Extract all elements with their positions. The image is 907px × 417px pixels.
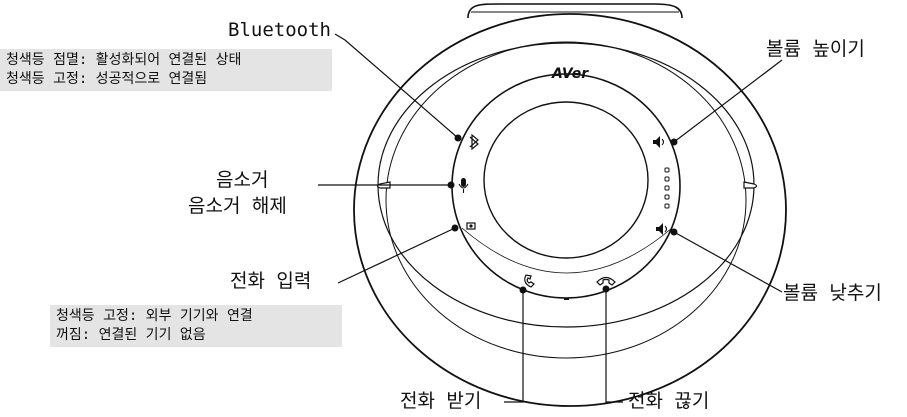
bluetooth-note-line: 청색등 점멸: 활성화되어 연결된 상태 xyxy=(6,52,242,68)
line-in-label: 전화 입력 xyxy=(230,270,312,292)
answer-call-icon xyxy=(524,274,535,288)
brand-logo: AVer xyxy=(551,66,589,82)
bluetooth-note: 청색등 점멸: 활성화되어 연결된 상태 청색등 고정: 성공적으로 연결됨 xyxy=(0,49,332,91)
front-lip xyxy=(385,41,747,359)
end-call-leader xyxy=(605,289,623,403)
volume-up-leader xyxy=(673,59,783,143)
answer-call-leader xyxy=(504,290,524,403)
center-dome xyxy=(483,101,649,259)
volume-down-icon xyxy=(656,223,668,235)
mute-mic-icon xyxy=(458,178,469,193)
answer-call-label: 전화 받기 xyxy=(400,390,482,412)
line-in-icon xyxy=(466,222,476,230)
bluetooth-label: Bluetooth xyxy=(228,19,331,41)
mute-label: 음소거 xyxy=(216,169,269,191)
line-in-note-line: 꺼짐: 연결된 기기 없음 xyxy=(56,327,206,343)
volume-down-label: 볼륨 낮추기 xyxy=(783,282,882,304)
right-rail xyxy=(743,181,758,189)
top-handle xyxy=(467,3,683,19)
line-in-leader xyxy=(337,227,456,284)
unmute-label: 음소거 해제 xyxy=(188,195,287,217)
volume-down-leader xyxy=(673,231,783,293)
bluetooth-leader xyxy=(334,33,459,139)
volume-up-label: 볼륨 높이기 xyxy=(766,38,865,60)
volume-level-bars xyxy=(664,167,670,209)
line-in-note: 청색등 고정: 외부 기기와 연결 꺼짐: 연결된 기기 없음 xyxy=(50,305,342,347)
bluetooth-icon xyxy=(469,133,479,151)
end-call-label: 전화 끊기 xyxy=(628,390,710,412)
line-in-note-line: 청색등 고정: 외부 기기와 연결 xyxy=(56,308,253,324)
end-call-icon xyxy=(596,276,616,286)
bluetooth-note-line: 청색등 고정: 성공적으로 연결됨 xyxy=(6,71,208,87)
volume-up-icon xyxy=(653,136,665,148)
